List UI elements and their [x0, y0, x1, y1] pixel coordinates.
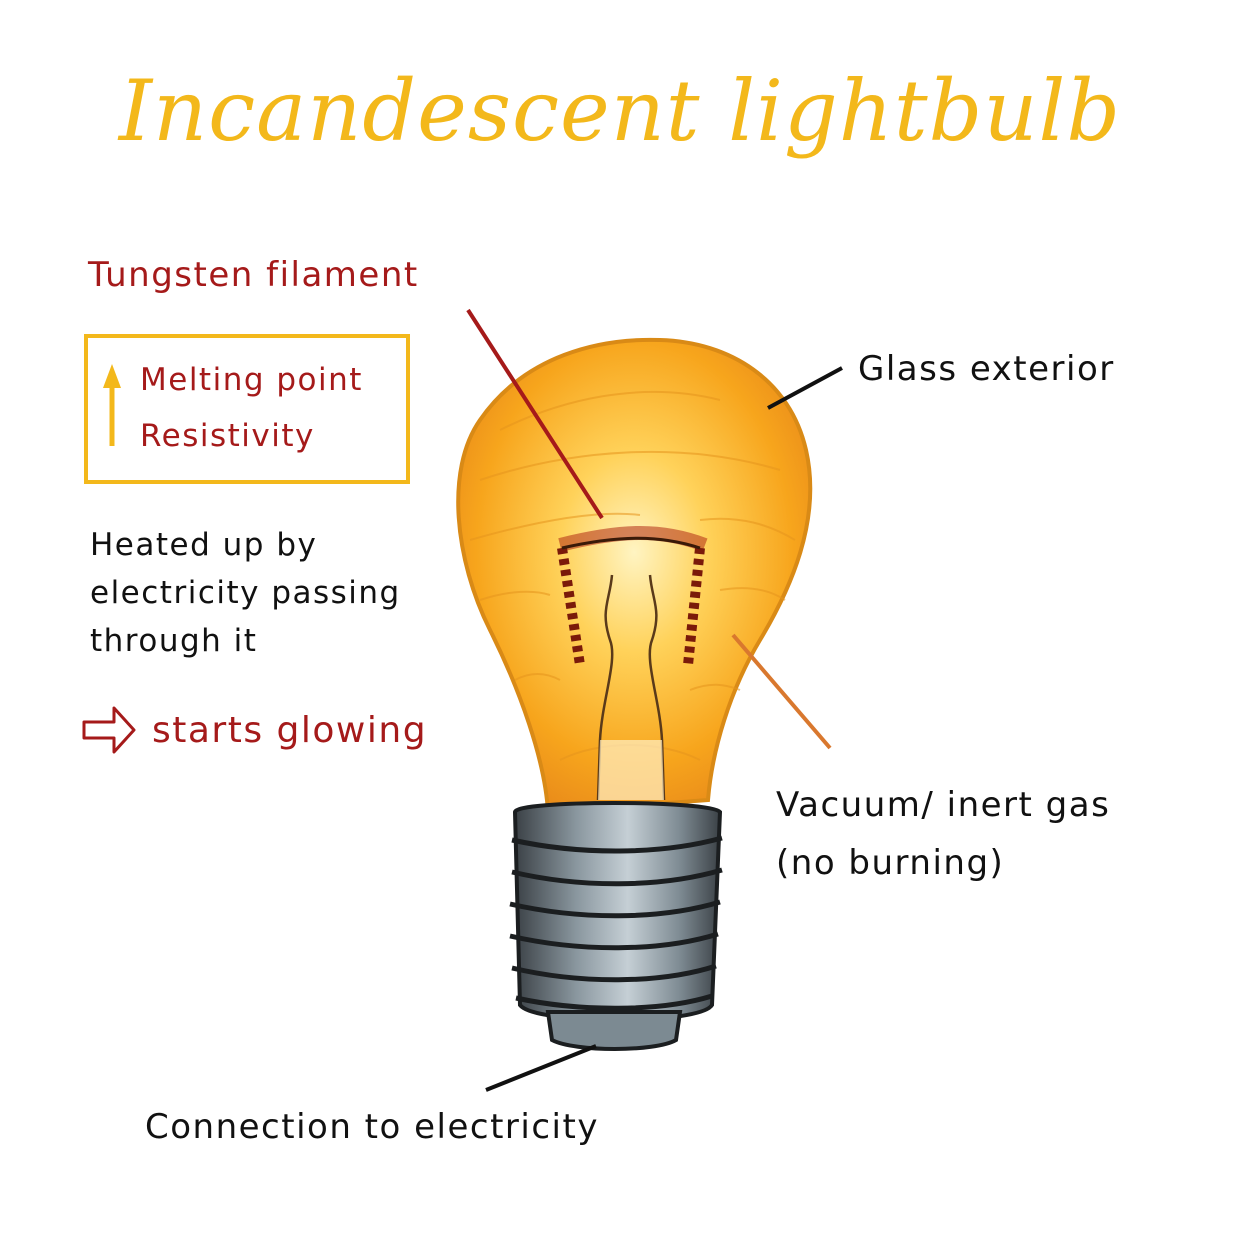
properties-box: Melting point Resistivity — [84, 334, 410, 484]
vacuum-leader-line — [731, 633, 832, 750]
label-vacuum-line-2: (no burning) — [776, 843, 1005, 883]
property-resistivity: Resistivity — [140, 418, 315, 454]
filament-leader-line — [466, 308, 604, 520]
explanation-line-3: through it — [90, 623, 258, 659]
explanation-line-1: Heated up by — [90, 527, 318, 563]
up-arrow-icon — [103, 364, 121, 446]
diagram-title: Incandescent lightbulb — [118, 62, 1122, 160]
label-glass-exterior: Glass exterior — [858, 349, 1115, 389]
right-hollow-arrow-icon — [82, 706, 136, 754]
glass-texture — [469, 391, 796, 761]
property-melting-point: Melting point — [140, 362, 363, 398]
glass-leader-line — [767, 366, 843, 410]
connection-leader-line — [485, 1044, 597, 1092]
label-tungsten-filament: Tungsten filament — [88, 255, 419, 295]
explanation-line-2: electricity passing — [90, 575, 401, 611]
label-connection-to-electricity: Connection to electricity — [145, 1107, 599, 1147]
result-starts-glowing: starts glowing — [152, 710, 428, 751]
tungsten-filament — [557, 526, 708, 666]
filament-stem — [596, 574, 666, 801]
screw-base — [509, 801, 723, 1051]
label-vacuum-line-1: Vacuum/ inert gas — [776, 785, 1111, 825]
